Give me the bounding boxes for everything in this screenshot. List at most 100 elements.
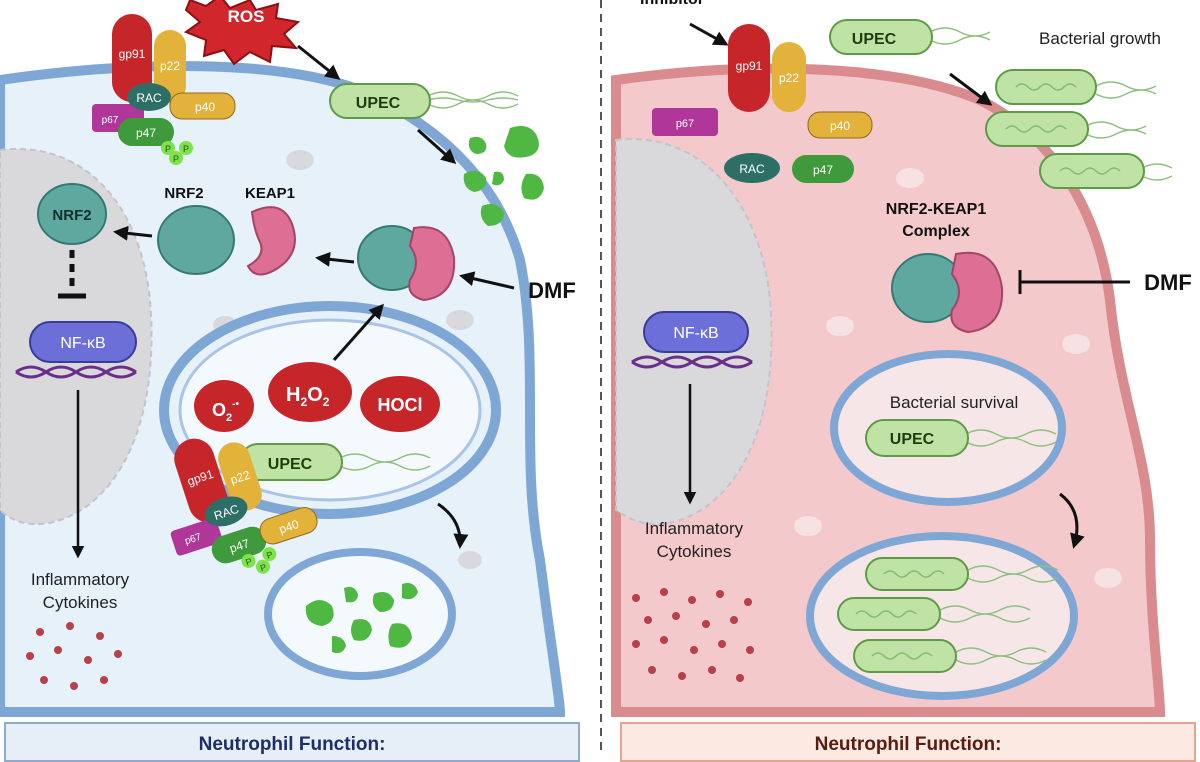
inhibitor-arrow (689, 22, 729, 46)
gp91-subunit (728, 24, 770, 112)
growing-bacteria (985, 69, 1173, 189)
cytokine (100, 676, 108, 684)
flagella (939, 605, 1031, 623)
dna-squiggle (1059, 167, 1121, 175)
keap1-part (950, 251, 1004, 334)
granule (1062, 334, 1090, 354)
upec-phagosome-label-right: UPEC (890, 431, 935, 448)
cytokine (678, 672, 686, 680)
cytokine (660, 588, 668, 596)
rac-label: RAC (136, 91, 162, 105)
dna-squiggle (855, 610, 917, 618)
keap1-part (408, 226, 456, 302)
p22-subunit (218, 442, 262, 511)
banner-right: Neutrophil Function: (620, 722, 1196, 762)
bacterium (837, 597, 941, 631)
granule (458, 551, 482, 569)
superoxide-label: O2-• (212, 399, 239, 424)
granule (794, 516, 822, 536)
dna-helix (631, 355, 753, 369)
cytokine (730, 616, 738, 624)
phospho-group (255, 559, 270, 574)
superoxide-base: O (212, 400, 226, 420)
p40-subunit (259, 507, 318, 545)
cytokines-right-line1: Inflammatory (645, 519, 744, 538)
cytokine-dots (26, 622, 122, 690)
granule (896, 168, 924, 188)
flagella (1085, 121, 1147, 139)
flagella (965, 429, 1057, 447)
upec-phagosome-label: UPEC (268, 456, 313, 473)
p40-label: p40 (277, 517, 301, 537)
phagosome-right: Bacterial survival UPEC (830, 350, 1066, 506)
dna-helix (15, 365, 137, 379)
phospho-label: P (173, 154, 179, 164)
gp91-subunit (112, 14, 152, 102)
h2o2-sub2: 2 (323, 395, 330, 409)
bacterium (853, 639, 957, 673)
ros-star-shape (183, 0, 301, 66)
phagolysosome-membrane (264, 548, 456, 680)
p67-subunit (170, 518, 223, 556)
nrf2-nuclear: NRF2 (37, 183, 107, 245)
upec-body (829, 19, 933, 55)
cytokine (70, 682, 78, 690)
p67-label: p67 (102, 115, 119, 126)
dna-squiggle (883, 570, 945, 578)
p47-label: p47 (813, 163, 833, 177)
dissociation-arrow (315, 251, 355, 267)
banner-left: Neutrophil Function: (4, 722, 580, 762)
dmf-label-right: DMF (1144, 270, 1192, 295)
fragment (372, 592, 394, 612)
bacterium (1039, 153, 1145, 189)
keap1-label: KEAP1 (245, 185, 295, 202)
fragment (468, 136, 487, 154)
cytokines-line1: Inflammatory (31, 570, 130, 589)
dna-squiggle (1005, 125, 1067, 133)
flagella (1095, 81, 1157, 99)
fragment (492, 171, 504, 186)
nfkb-label-right: NF-κB (673, 325, 718, 342)
dna-squiggle (871, 652, 933, 660)
fragment (351, 619, 372, 641)
keap1-free (246, 206, 296, 276)
rac-subunit (204, 496, 248, 527)
fragment (480, 204, 504, 226)
cytokine (84, 656, 92, 664)
nrf2-label: NRF2 (164, 185, 203, 202)
p40-label: p40 (195, 100, 215, 114)
left-panel: gp91 p22 p67 RAC p40 p47 P P P ROS (0, 0, 576, 717)
granule (826, 316, 854, 336)
bacterial-survival-label: Bacterial survival (890, 393, 1019, 412)
h2o2-o: O (307, 384, 323, 406)
granule (446, 310, 474, 330)
upec-bacterium-outside-right: UPEC (829, 19, 991, 55)
cytokine (716, 590, 724, 598)
hocl-label: HOCl (378, 395, 423, 415)
cytokine (26, 652, 34, 660)
phospho-group (241, 553, 256, 568)
translocation-arrow (113, 225, 153, 241)
p40-label: p40 (830, 119, 850, 133)
p22-label: p22 (160, 59, 180, 73)
p22-subunit (772, 42, 806, 112)
cytokine (114, 650, 122, 658)
phospho-group (262, 547, 277, 562)
nfkb-protein (29, 321, 137, 363)
superoxide-bubble (194, 380, 254, 432)
phospho-group (179, 141, 193, 155)
p67-subunit (652, 108, 718, 136)
cytokine (40, 676, 48, 684)
flagella (1141, 163, 1173, 181)
p22-subunit (154, 30, 186, 102)
fragment (521, 173, 544, 200)
inhibitor-label: Inhibitor (640, 0, 704, 8)
nfkb-protein (643, 311, 749, 353)
cytokine (746, 646, 754, 654)
p47-subunit (118, 118, 174, 146)
phagolysosome (264, 548, 456, 680)
nfkb-dna-right: NF-κB (631, 311, 753, 369)
p47-label: p47 (228, 536, 252, 556)
upec-label: UPEC (356, 95, 401, 112)
phospho-label: P (183, 144, 189, 154)
